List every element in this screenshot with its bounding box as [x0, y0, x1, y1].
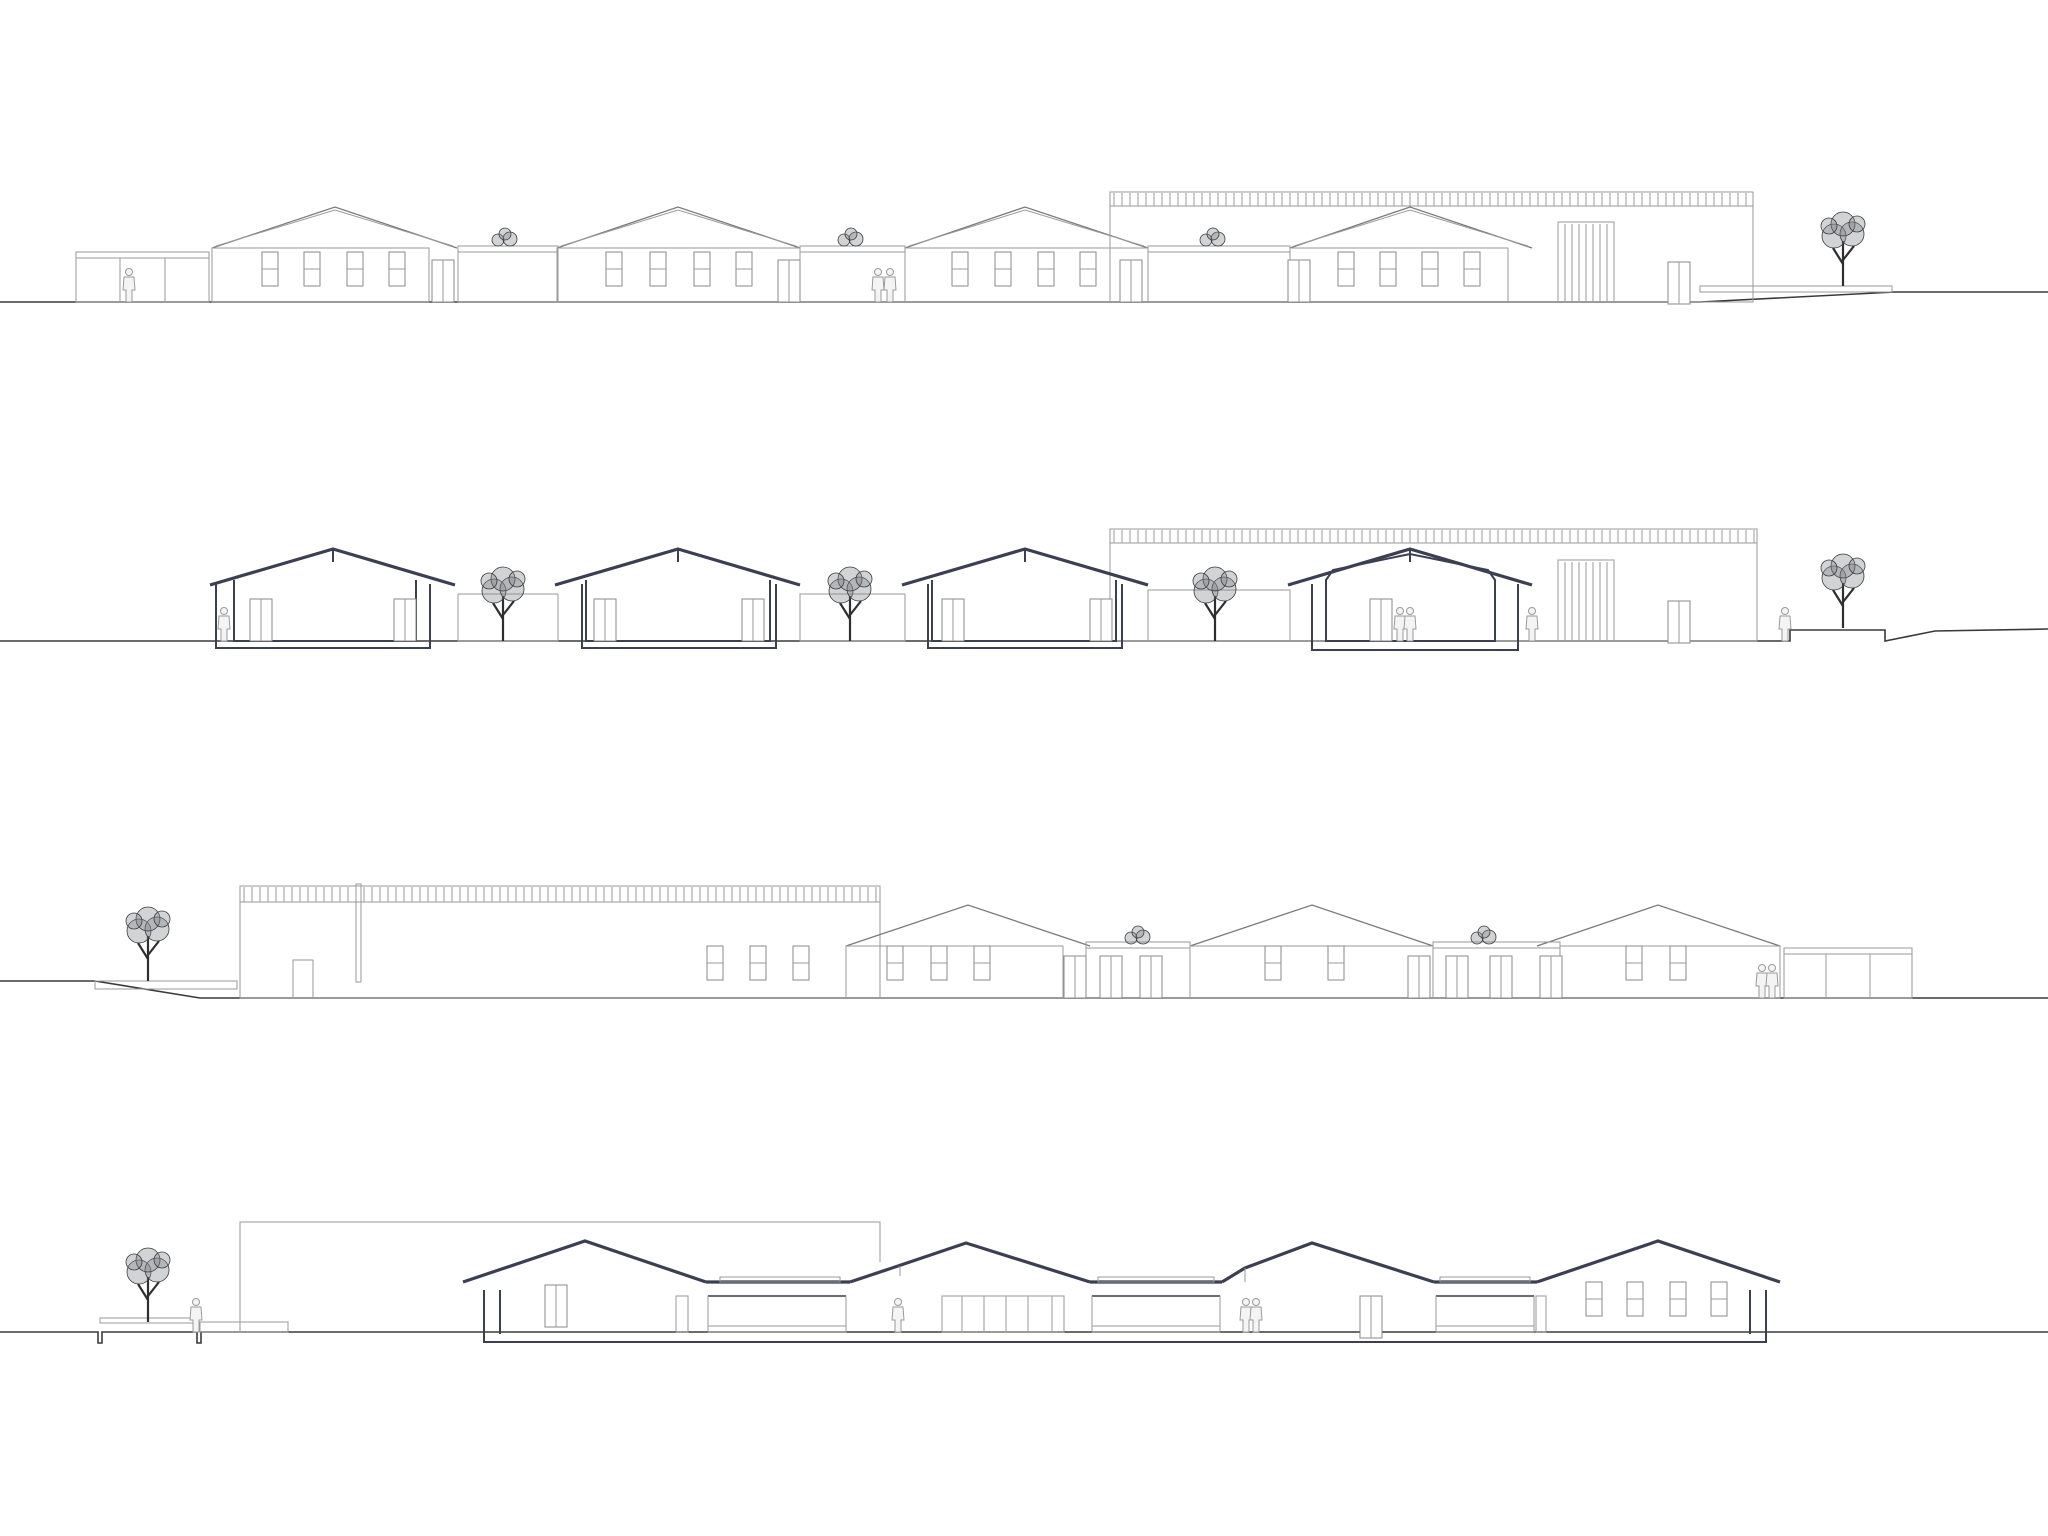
tree [1819, 210, 1867, 288]
elevation-3 [0, 883, 2048, 999]
elevation-1 [0, 191, 2048, 305]
section-2 [0, 528, 2048, 651]
section-4 [0, 1221, 2048, 1344]
